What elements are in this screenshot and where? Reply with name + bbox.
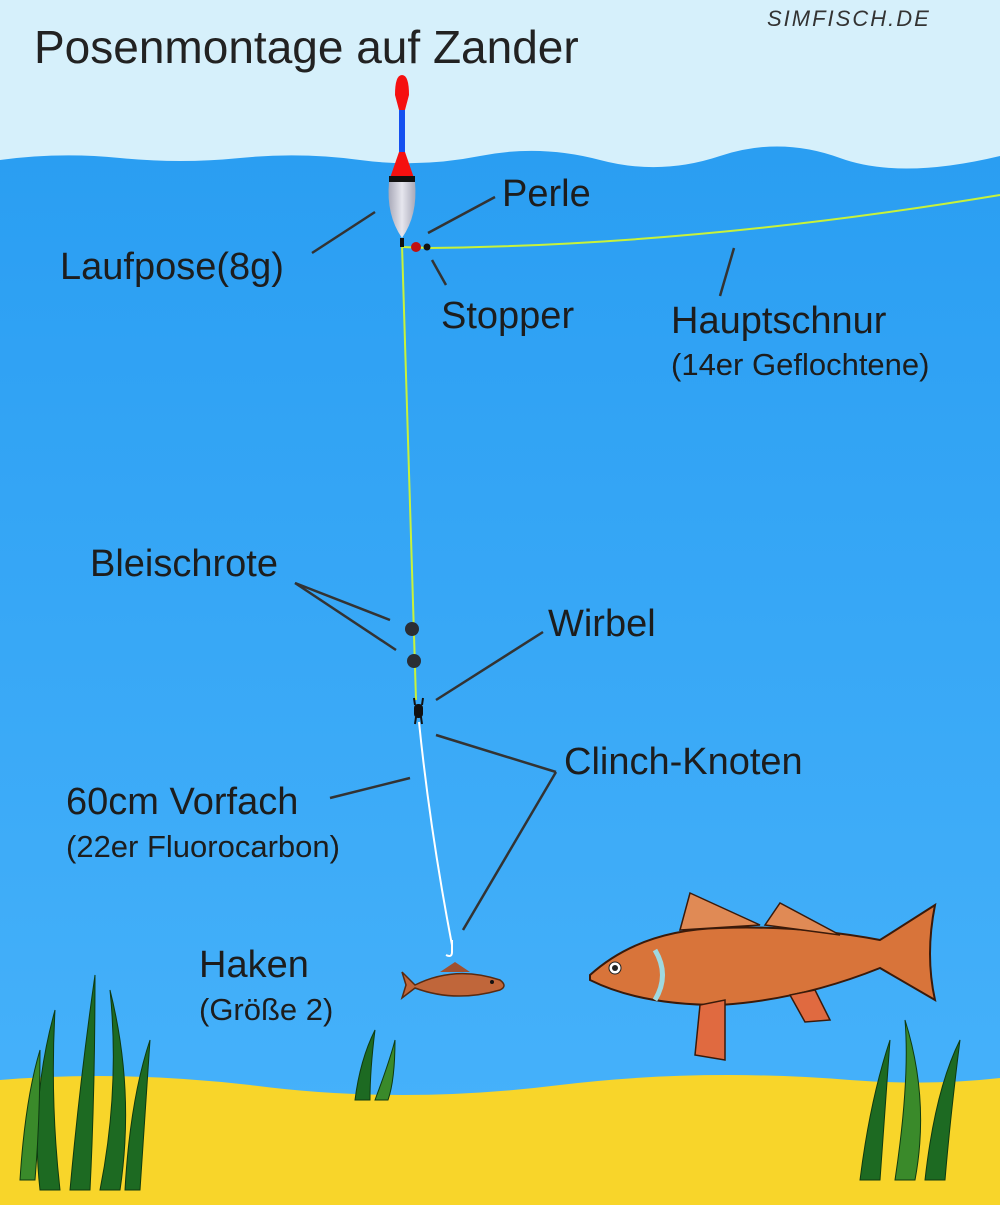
label-vorfach-sub: (22er Fluorocarbon) [66,829,340,864]
label-vorfach: 60cm Vorfach [66,781,299,823]
label-hauptschnur-sub: (14er Geflochtene) [671,347,930,382]
label-stopper: Stopper [441,295,575,337]
leader-line [418,721,453,946]
label-perle: Perle [502,173,591,215]
label-haken: Haken [199,944,309,986]
watermark: SIMFISCH.DE [767,6,931,31]
float [388,75,416,247]
split-shot-1 [405,622,419,636]
sand [0,1075,1000,1205]
label-hauptschnur: Hauptschnur [671,300,887,342]
hook [445,940,453,957]
weeds [19,974,961,1191]
label-clinch-knoten: Clinch-Knoten [564,741,803,783]
main-line [401,194,1000,250]
label-wirbel: Wirbel [548,603,656,645]
bait-fish [400,962,505,1001]
pointer-lines [294,195,736,931]
split-shot-2 [407,654,421,668]
bead [411,242,421,252]
stopper [423,243,431,251]
label-bleischrote: Bleischrote [90,543,278,585]
swivel [413,697,424,725]
page-title: Posenmontage auf Zander [34,21,579,73]
zander-fish [589,891,937,1061]
label-laufpose: Laufpose(8g) [60,246,284,288]
label-haken-sub: (Größe 2) [199,992,334,1027]
